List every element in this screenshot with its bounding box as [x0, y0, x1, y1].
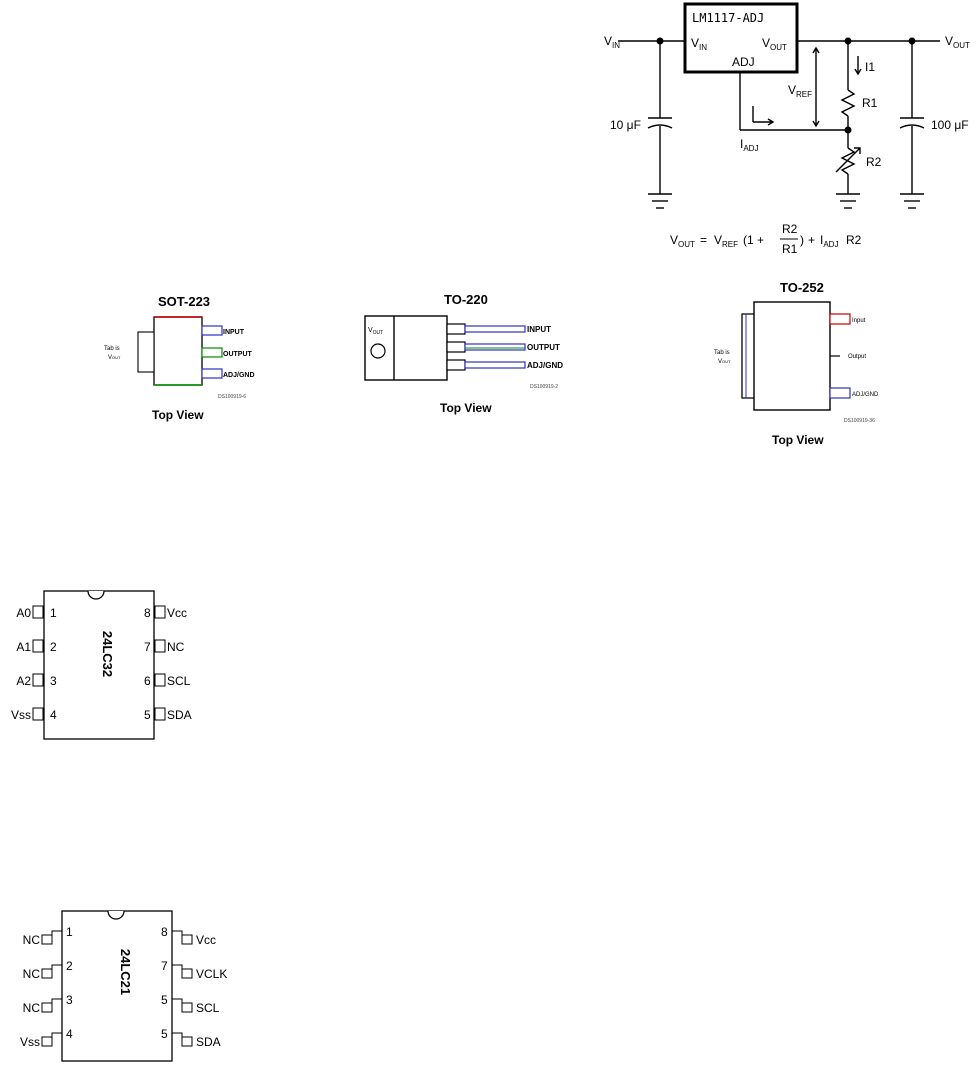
- pin-number: 1: [66, 925, 73, 939]
- package-sot223: SOT-223 Tab is VOUT INPUT OUTPUT ADJ/GND…: [104, 294, 255, 422]
- pin-adj-label: ADJ: [732, 55, 755, 69]
- pin-number: 8: [144, 606, 151, 620]
- view-label: Top View: [772, 433, 824, 447]
- svg-text:R1: R1: [782, 242, 798, 256]
- package-title: SOT-223: [158, 294, 210, 309]
- eeprom-24lc21: 24LC21 NC 1 NC 2 NC 3 Vss 4 8 Vcc 7 VCLK…: [20, 910, 227, 1062]
- pin-label: SDA: [196, 1035, 221, 1049]
- pin-number: 3: [66, 993, 73, 1007]
- pin-label: Vcc: [167, 606, 187, 620]
- svg-text:(1 +: (1 +: [743, 233, 764, 247]
- eeprom-24lc32: 24LC32 A0 1 A1 2 A2 3 Vss 4 8 Vcc 7 NC 6…: [11, 590, 192, 740]
- pin-label: Vss: [20, 1035, 40, 1049]
- pin-label: Vss: [11, 708, 31, 722]
- vref-label: VREF: [788, 83, 812, 99]
- pin-number: 5: [161, 1027, 168, 1041]
- tab-label: Tab is: [104, 346, 120, 352]
- regulator-schematic: LM1117-ADJ VIN VIN VOUT ADJ VOUT I1 VREF…: [604, 2, 970, 256]
- pin-label: Vcc: [196, 933, 216, 947]
- pin-label: A1: [16, 640, 31, 654]
- tab-vout: VOUT: [368, 327, 383, 336]
- pin-number: 4: [50, 708, 57, 722]
- pin-label: A2: [16, 674, 31, 688]
- vin-label: VIN: [604, 34, 620, 50]
- pin-number: 5: [144, 708, 151, 722]
- svg-text:+: +: [808, 233, 815, 247]
- svg-text:=: =: [700, 233, 707, 247]
- pin-label: ADJ/GND: [852, 392, 879, 398]
- pin-label: OUTPUT: [223, 351, 253, 358]
- pin-label: Input: [852, 318, 866, 324]
- pin-label: OUTPUT: [527, 343, 560, 352]
- pin-number: 7: [144, 640, 151, 654]
- svg-text:): ): [800, 233, 804, 247]
- svg-text:R2: R2: [782, 222, 798, 236]
- pin-label: Output: [848, 354, 866, 360]
- pin-number: 2: [66, 959, 73, 973]
- package-title: TO-252: [780, 280, 824, 295]
- pin-label: SDA: [167, 708, 192, 722]
- drawing-code: DS100919-36: [844, 418, 875, 424]
- cap-in-label: 10 μF: [610, 118, 641, 132]
- chip-name: 24LC32: [100, 631, 115, 677]
- iadj-label: IADJ: [740, 137, 758, 153]
- pin-label: NC: [23, 933, 41, 947]
- vout-formula: VOUT = VREF (1 + R2 R1 ) + IADJ R2: [670, 222, 862, 256]
- r2-label: R2: [866, 155, 882, 169]
- pin-number: 2: [50, 640, 57, 654]
- svg-text:R2: R2: [846, 233, 862, 247]
- pin-label: INPUT: [527, 325, 551, 334]
- pin-number: 6: [144, 674, 151, 688]
- drawing-code: DS100919-2: [530, 384, 558, 390]
- junction-dot: [844, 126, 852, 134]
- pin-label: VCLK: [196, 967, 227, 981]
- pin-label: NC: [23, 967, 41, 981]
- pin-label: NC: [167, 640, 185, 654]
- vout-label: VOUT: [945, 34, 970, 50]
- tab-vout: VOUT: [718, 359, 731, 365]
- pin-label: SCL: [167, 674, 191, 688]
- pin-number: 3: [50, 674, 57, 688]
- package-to252: TO-252 Tab is VOUT Input Output ADJ/GND …: [714, 280, 879, 447]
- r1-label: R1: [862, 96, 878, 110]
- package-title: TO-220: [444, 292, 488, 307]
- pin-label: A0: [16, 606, 31, 620]
- package-to220: TO-220 VOUT INPUT OUTPUT ADJ/GND DS10091…: [364, 292, 563, 415]
- chip-label: LM1117-ADJ: [692, 11, 764, 25]
- pin-vout-label: VOUT: [762, 36, 787, 52]
- pin-label: ADJ/GND: [223, 372, 255, 379]
- junction-dot: [908, 37, 916, 45]
- drawing-code: DS100919-6: [218, 394, 246, 400]
- pin-number: 4: [66, 1027, 73, 1041]
- pin-number: 5: [161, 993, 168, 1007]
- junction-dot: [656, 37, 664, 45]
- pin-label: NC: [23, 1001, 41, 1015]
- i1-label: I1: [865, 60, 875, 74]
- view-label: Top View: [152, 408, 204, 422]
- pin-label: INPUT: [223, 329, 245, 336]
- pin-number: 8: [161, 925, 168, 939]
- regulator-chip-box: [683, 2, 799, 74]
- pin-vin-label: VIN: [691, 36, 707, 52]
- pin-label: SCL: [196, 1001, 220, 1015]
- chip-name: 24LC21: [118, 949, 133, 995]
- svg-text:IADJ: IADJ: [820, 233, 838, 249]
- view-label: Top View: [440, 401, 492, 415]
- cap-out-label: 100 μF: [931, 118, 969, 132]
- tab-label: Tab is: [714, 350, 730, 356]
- pin-number: 1: [50, 606, 57, 620]
- junction-dot: [844, 37, 852, 45]
- pin-label: ADJ/GND: [527, 361, 563, 370]
- svg-text:VOUT: VOUT: [670, 233, 695, 249]
- svg-text:VREF: VREF: [714, 233, 738, 249]
- tab-vout: VOUT: [108, 355, 121, 361]
- pin-number: 7: [161, 959, 168, 973]
